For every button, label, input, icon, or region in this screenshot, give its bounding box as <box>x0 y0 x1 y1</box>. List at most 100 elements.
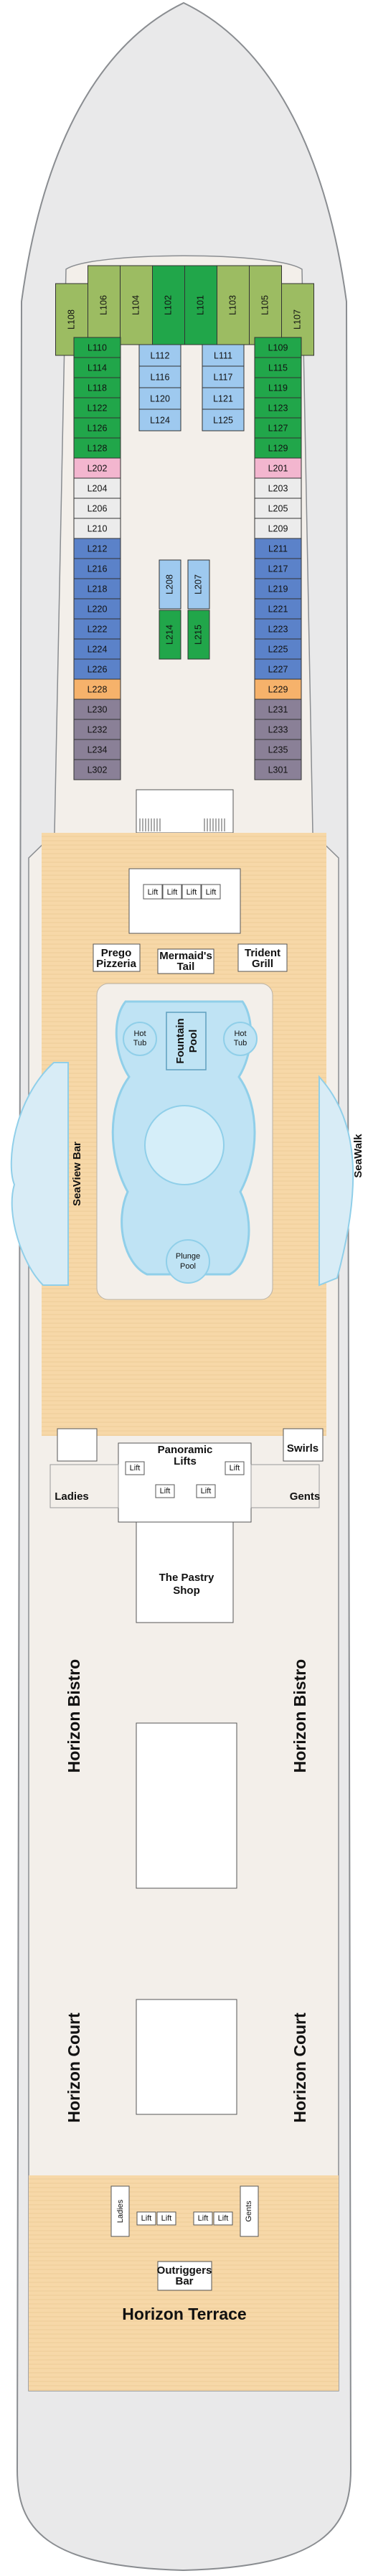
lift-label: Lift <box>230 1464 240 1473</box>
cabin-L218[interactable] <box>73 578 121 599</box>
lift[interactable] <box>196 1484 216 1498</box>
cabin-L233[interactable] <box>254 719 302 740</box>
cabin-L204[interactable] <box>73 477 121 499</box>
cabin-L230[interactable] <box>73 699 121 720</box>
cabin-L225[interactable] <box>254 638 302 660</box>
cabin-label-L102: L102 <box>163 295 173 315</box>
cabin-L224[interactable] <box>73 638 121 660</box>
cabin-L219[interactable] <box>254 578 302 599</box>
seaview-bar-wing <box>10 1062 69 1286</box>
cabin-L101[interactable] <box>184 265 217 345</box>
aft-gents <box>240 2185 259 2237</box>
cabin-L104[interactable] <box>120 265 153 345</box>
cabin-L221[interactable] <box>254 598 302 620</box>
prego-label: Prego <box>101 947 132 959</box>
cabin-L212[interactable] <box>73 538 121 559</box>
cabin-L302[interactable] <box>73 759 121 780</box>
seawalk-label: SeaWalk <box>352 1134 364 1178</box>
cabin-label-L129: L129 <box>268 443 288 453</box>
cabin-L201[interactable] <box>254 457 302 479</box>
cabin-L206[interactable] <box>73 498 121 519</box>
cabin-label-L202: L202 <box>88 463 108 473</box>
lift[interactable] <box>201 884 221 900</box>
fountain-pool-label: Fountain <box>174 1018 187 1063</box>
cabin-L228[interactable] <box>73 678 121 700</box>
cabin-label-L214: L214 <box>164 625 174 645</box>
cabin-label-L107: L107 <box>292 309 302 330</box>
cabin-L208[interactable] <box>159 559 181 610</box>
cabin-L217[interactable] <box>254 558 302 579</box>
lift[interactable] <box>193 2211 213 2226</box>
cabin-label-L234: L234 <box>88 745 108 755</box>
lift[interactable] <box>136 2211 156 2226</box>
mermaids-tail <box>157 948 214 974</box>
cabin-L102[interactable] <box>152 265 185 345</box>
cabin-L119[interactable] <box>254 377 302 398</box>
cabin-L112[interactable] <box>138 344 181 367</box>
cabin-label-L212: L212 <box>88 543 108 554</box>
cabin-label-L206: L206 <box>88 503 108 513</box>
cabin-label-L125: L125 <box>213 415 233 425</box>
plunge-pool-label: Pool <box>180 1262 196 1271</box>
cabin-L120[interactable] <box>138 387 181 410</box>
cabin-L203[interactable] <box>254 477 302 499</box>
lift-label: Lift <box>201 1487 212 1495</box>
lift[interactable] <box>213 2211 233 2226</box>
cabin-L114[interactable] <box>73 357 121 378</box>
cabin-L117[interactable] <box>202 365 245 388</box>
cabin-L231[interactable] <box>254 699 302 720</box>
cabin-L116[interactable] <box>138 365 181 388</box>
cabin-L301[interactable] <box>254 759 302 780</box>
cabin-L227[interactable] <box>254 658 302 680</box>
cabin-L118[interactable] <box>73 377 121 398</box>
lift[interactable] <box>155 1484 175 1498</box>
cabin-L123[interactable] <box>254 397 302 419</box>
lift-label: Lift <box>160 1487 171 1495</box>
lift[interactable] <box>225 1461 245 1475</box>
cabin-label-L230: L230 <box>88 704 108 714</box>
hot-tub-label: Hot <box>133 1030 146 1038</box>
trident-label: Trident <box>245 947 280 959</box>
hot-tub-label: Tub <box>133 1039 147 1047</box>
lift[interactable] <box>143 884 163 900</box>
lift[interactable] <box>156 2211 176 2226</box>
plunge-pool <box>166 1239 210 1284</box>
cabin-L126[interactable] <box>73 417 121 439</box>
cabin-L209[interactable] <box>254 518 302 539</box>
cabin-L210[interactable] <box>73 518 121 539</box>
cabin-L129[interactable] <box>254 437 302 459</box>
lift-label: Lift <box>130 1464 141 1473</box>
cabin-L211[interactable] <box>254 538 302 559</box>
fountain-pool-rect <box>166 1012 207 1070</box>
cabin-L125[interactable] <box>202 409 245 431</box>
lift[interactable] <box>125 1461 145 1475</box>
cabin-label-L116: L116 <box>151 372 170 382</box>
cabin-L106[interactable] <box>88 265 121 345</box>
cabin-L207[interactable] <box>187 559 210 610</box>
cabin-label-L233: L233 <box>268 724 288 734</box>
cabin-L222[interactable] <box>73 618 121 640</box>
panoramic-lifts-label: Panoramic <box>158 1444 213 1456</box>
lift[interactable] <box>181 884 202 900</box>
cabin-L215[interactable] <box>187 610 210 660</box>
cabin-L214[interactable] <box>159 610 181 660</box>
cabin-label-L106: L106 <box>98 295 108 315</box>
cabin-L111[interactable] <box>202 344 245 367</box>
cabin-L220[interactable] <box>73 598 121 620</box>
cabin-L229[interactable] <box>254 678 302 700</box>
swirls <box>283 1428 324 1462</box>
cabin-label-L123: L123 <box>268 403 288 413</box>
lift-label: Lift <box>218 2214 229 2223</box>
cabin-L205[interactable] <box>254 498 302 519</box>
cabin-L226[interactable] <box>73 658 121 680</box>
cabin-L122[interactable] <box>73 397 121 419</box>
cabin-L121[interactable] <box>202 387 245 410</box>
cabin-L235[interactable] <box>254 739 302 760</box>
cabin-L232[interactable] <box>73 719 121 740</box>
cabin-L124[interactable] <box>138 409 181 431</box>
cabin-label-L117: L117 <box>214 372 233 382</box>
lift[interactable] <box>162 884 182 900</box>
plunge-pool-label: Plunge <box>176 1252 200 1261</box>
cabin-L109[interactable] <box>254 337 302 358</box>
aft-gents-label: Gents <box>245 2201 253 2222</box>
